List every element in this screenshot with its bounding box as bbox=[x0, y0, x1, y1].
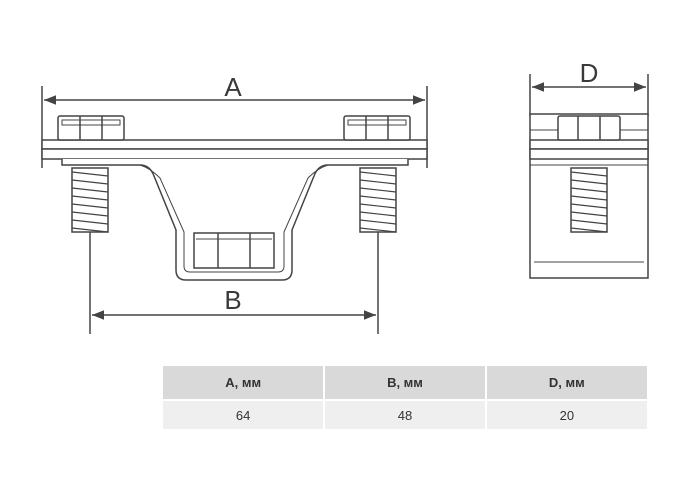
dimension-d-label: D bbox=[580, 58, 599, 88]
top-plate-lower bbox=[41, 148, 428, 160]
right-nut bbox=[343, 115, 411, 141]
top-plate bbox=[41, 139, 428, 150]
bottom-nut bbox=[193, 232, 275, 269]
side-view bbox=[529, 74, 649, 279]
dimension-b-label: B bbox=[224, 285, 241, 315]
spec-value-b: 48 bbox=[323, 399, 486, 429]
side-nut bbox=[557, 115, 621, 141]
side-bolt bbox=[570, 167, 608, 233]
spec-header-b: B, мм bbox=[323, 366, 486, 400]
spec-table: A, мм B, мм D, мм 64 48 20 bbox=[163, 366, 647, 429]
spec-value-a: 64 bbox=[163, 399, 325, 429]
right-bolt bbox=[359, 167, 397, 233]
front-view bbox=[41, 86, 428, 334]
side-plate bbox=[529, 139, 649, 150]
clamp-technical-drawing: A B D bbox=[41, 58, 649, 334]
left-nut bbox=[57, 115, 125, 141]
table-row: 64 48 20 bbox=[163, 399, 647, 429]
spec-table-header-row: A, мм B, мм D, мм bbox=[163, 366, 647, 400]
left-bolt bbox=[71, 167, 109, 233]
dimension-a-label: A bbox=[224, 72, 242, 102]
side-plate-lower bbox=[529, 148, 649, 160]
spec-header-d: D, мм bbox=[484, 366, 647, 400]
saddle-inner bbox=[139, 164, 329, 273]
spec-value-d: 20 bbox=[484, 399, 647, 429]
spec-header-a: A, мм bbox=[163, 366, 325, 400]
